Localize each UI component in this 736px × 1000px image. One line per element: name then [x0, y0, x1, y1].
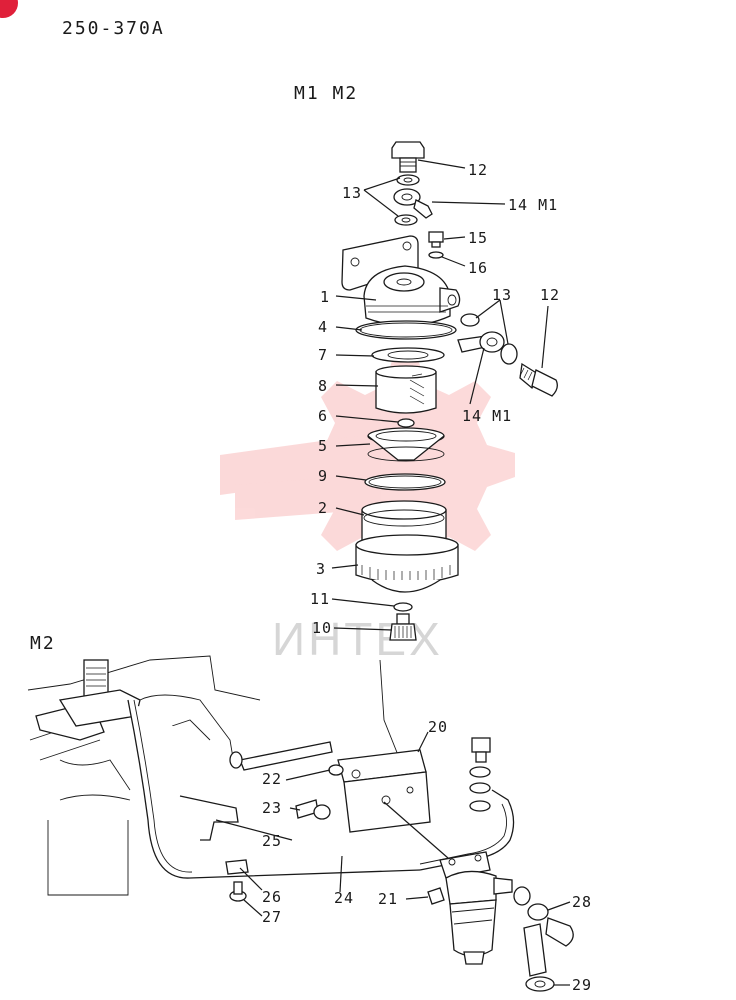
- banjo-bolt-right: [519, 362, 558, 397]
- callout-27: 27: [262, 908, 282, 926]
- o-ring-small: [371, 347, 445, 363]
- callout-28: 28: [572, 893, 592, 911]
- washer-top-lower: [394, 214, 418, 226]
- callout-23: 23: [262, 799, 282, 817]
- callout-5: 5: [318, 437, 328, 455]
- callout-10: 10: [312, 619, 332, 637]
- pump-fitting: [35, 659, 141, 741]
- engine-outline: [27, 655, 401, 896]
- watermark-text: ИНТЕХ: [272, 613, 443, 665]
- callout-2: 2: [318, 499, 328, 517]
- callout-15: 15: [468, 229, 488, 247]
- plug-screw: [428, 231, 444, 248]
- callout-8: 8: [318, 377, 328, 395]
- ring-nut: [355, 534, 459, 593]
- banjo-fitting-28: [513, 886, 574, 947]
- callout-1: 1: [320, 288, 330, 306]
- clamp-bolt-22: [328, 764, 344, 776]
- o-ring-large: [355, 320, 457, 340]
- drain-plug: [389, 613, 417, 641]
- callout-14-top: 14 M1: [508, 196, 558, 214]
- callout-22: 22: [262, 770, 282, 788]
- element-cap: [397, 418, 415, 428]
- callout-9: 9: [318, 467, 328, 485]
- drain-o-ring: [393, 602, 413, 612]
- callout-4: 4: [318, 318, 328, 336]
- callout-3: 3: [316, 560, 326, 578]
- callout-21: 21: [378, 890, 398, 908]
- callout-13-top: 13: [342, 184, 362, 202]
- screw-27: [229, 881, 247, 902]
- banjo-bolt-top: [391, 141, 425, 173]
- bolt-23: [295, 799, 331, 820]
- separator-cone: [367, 427, 445, 462]
- plug-washer: [428, 251, 444, 259]
- bracket-plates: [337, 749, 431, 833]
- callout-14-right: 14 M1: [462, 407, 512, 425]
- washer-right: [500, 343, 518, 365]
- mounting-bar: [239, 741, 333, 771]
- filter-assembly-lower: [439, 851, 513, 965]
- diagram-code: 250-370A: [62, 18, 165, 39]
- corner-badge: [0, 0, 18, 18]
- section-label-m2: M2: [30, 633, 56, 654]
- upper-leader-lines: [331, 159, 549, 631]
- banjo-fitting-right: [457, 313, 505, 353]
- banjo-bolt-lower: [471, 737, 491, 763]
- washer-lower-1: [469, 766, 491, 778]
- callout-29: 29: [572, 976, 592, 994]
- washer-top-upper: [396, 174, 420, 186]
- washer-lower-3: [469, 800, 491, 812]
- callout-20: 20: [428, 718, 448, 736]
- lower-leader-lines: [215, 731, 571, 986]
- seal-ring: [364, 473, 446, 491]
- fuel-pipe-29: [523, 923, 555, 992]
- callout-7: 7: [318, 346, 328, 364]
- callout-24: 24: [334, 889, 354, 907]
- washer-lower-2: [469, 782, 491, 794]
- callout-12-top: 12: [468, 161, 488, 179]
- callout-6: 6: [318, 407, 328, 425]
- filter-element: [375, 365, 437, 414]
- callout-13-right: 13: [492, 286, 512, 304]
- callout-11: 11: [310, 590, 330, 608]
- callout-12-right: 12: [540, 286, 560, 304]
- callout-25: 25: [262, 832, 282, 850]
- pipe-clamp-25: [179, 795, 239, 841]
- watermark-gear-icon: [220, 357, 515, 575]
- banjo-fitting-top: [393, 188, 433, 219]
- filter-head: [341, 235, 461, 327]
- callout-26: 26: [262, 888, 282, 906]
- model-label: M1 M2: [294, 83, 358, 104]
- bolt-21: [427, 887, 445, 905]
- callout-16: 16: [468, 259, 488, 277]
